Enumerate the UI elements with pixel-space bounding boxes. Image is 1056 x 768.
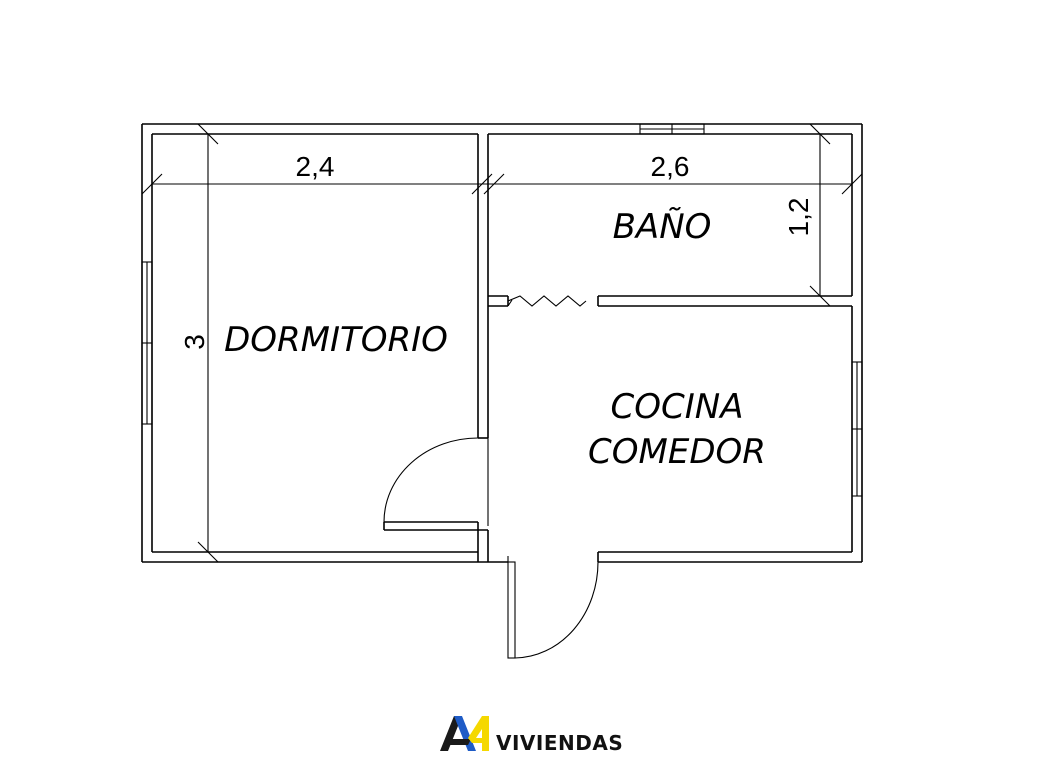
a4-viviendas-logo: VIVIENDAS	[440, 716, 623, 755]
dimension-lines	[141, 123, 863, 563]
dim-overall-depth: 3	[179, 334, 210, 350]
logo-text: VIVIENDAS	[496, 731, 623, 755]
dim-bano-depth: 1,2	[783, 198, 814, 237]
a4-logo-mark	[440, 716, 489, 751]
outer-walls	[141, 123, 863, 563]
doors	[383, 295, 599, 659]
room-label-comedor: COMEDOR	[588, 432, 766, 472]
room-label-cocina: COCINA	[611, 387, 744, 427]
dim-bano-width: 2,6	[651, 151, 690, 182]
room-label-bano: BAÑO	[613, 207, 712, 247]
interior-walls	[383, 134, 852, 562]
dim-dormitorio-width: 2,4	[296, 151, 335, 182]
room-label-dormitorio: DORMITORIO	[224, 320, 448, 360]
windows	[141, 123, 863, 497]
